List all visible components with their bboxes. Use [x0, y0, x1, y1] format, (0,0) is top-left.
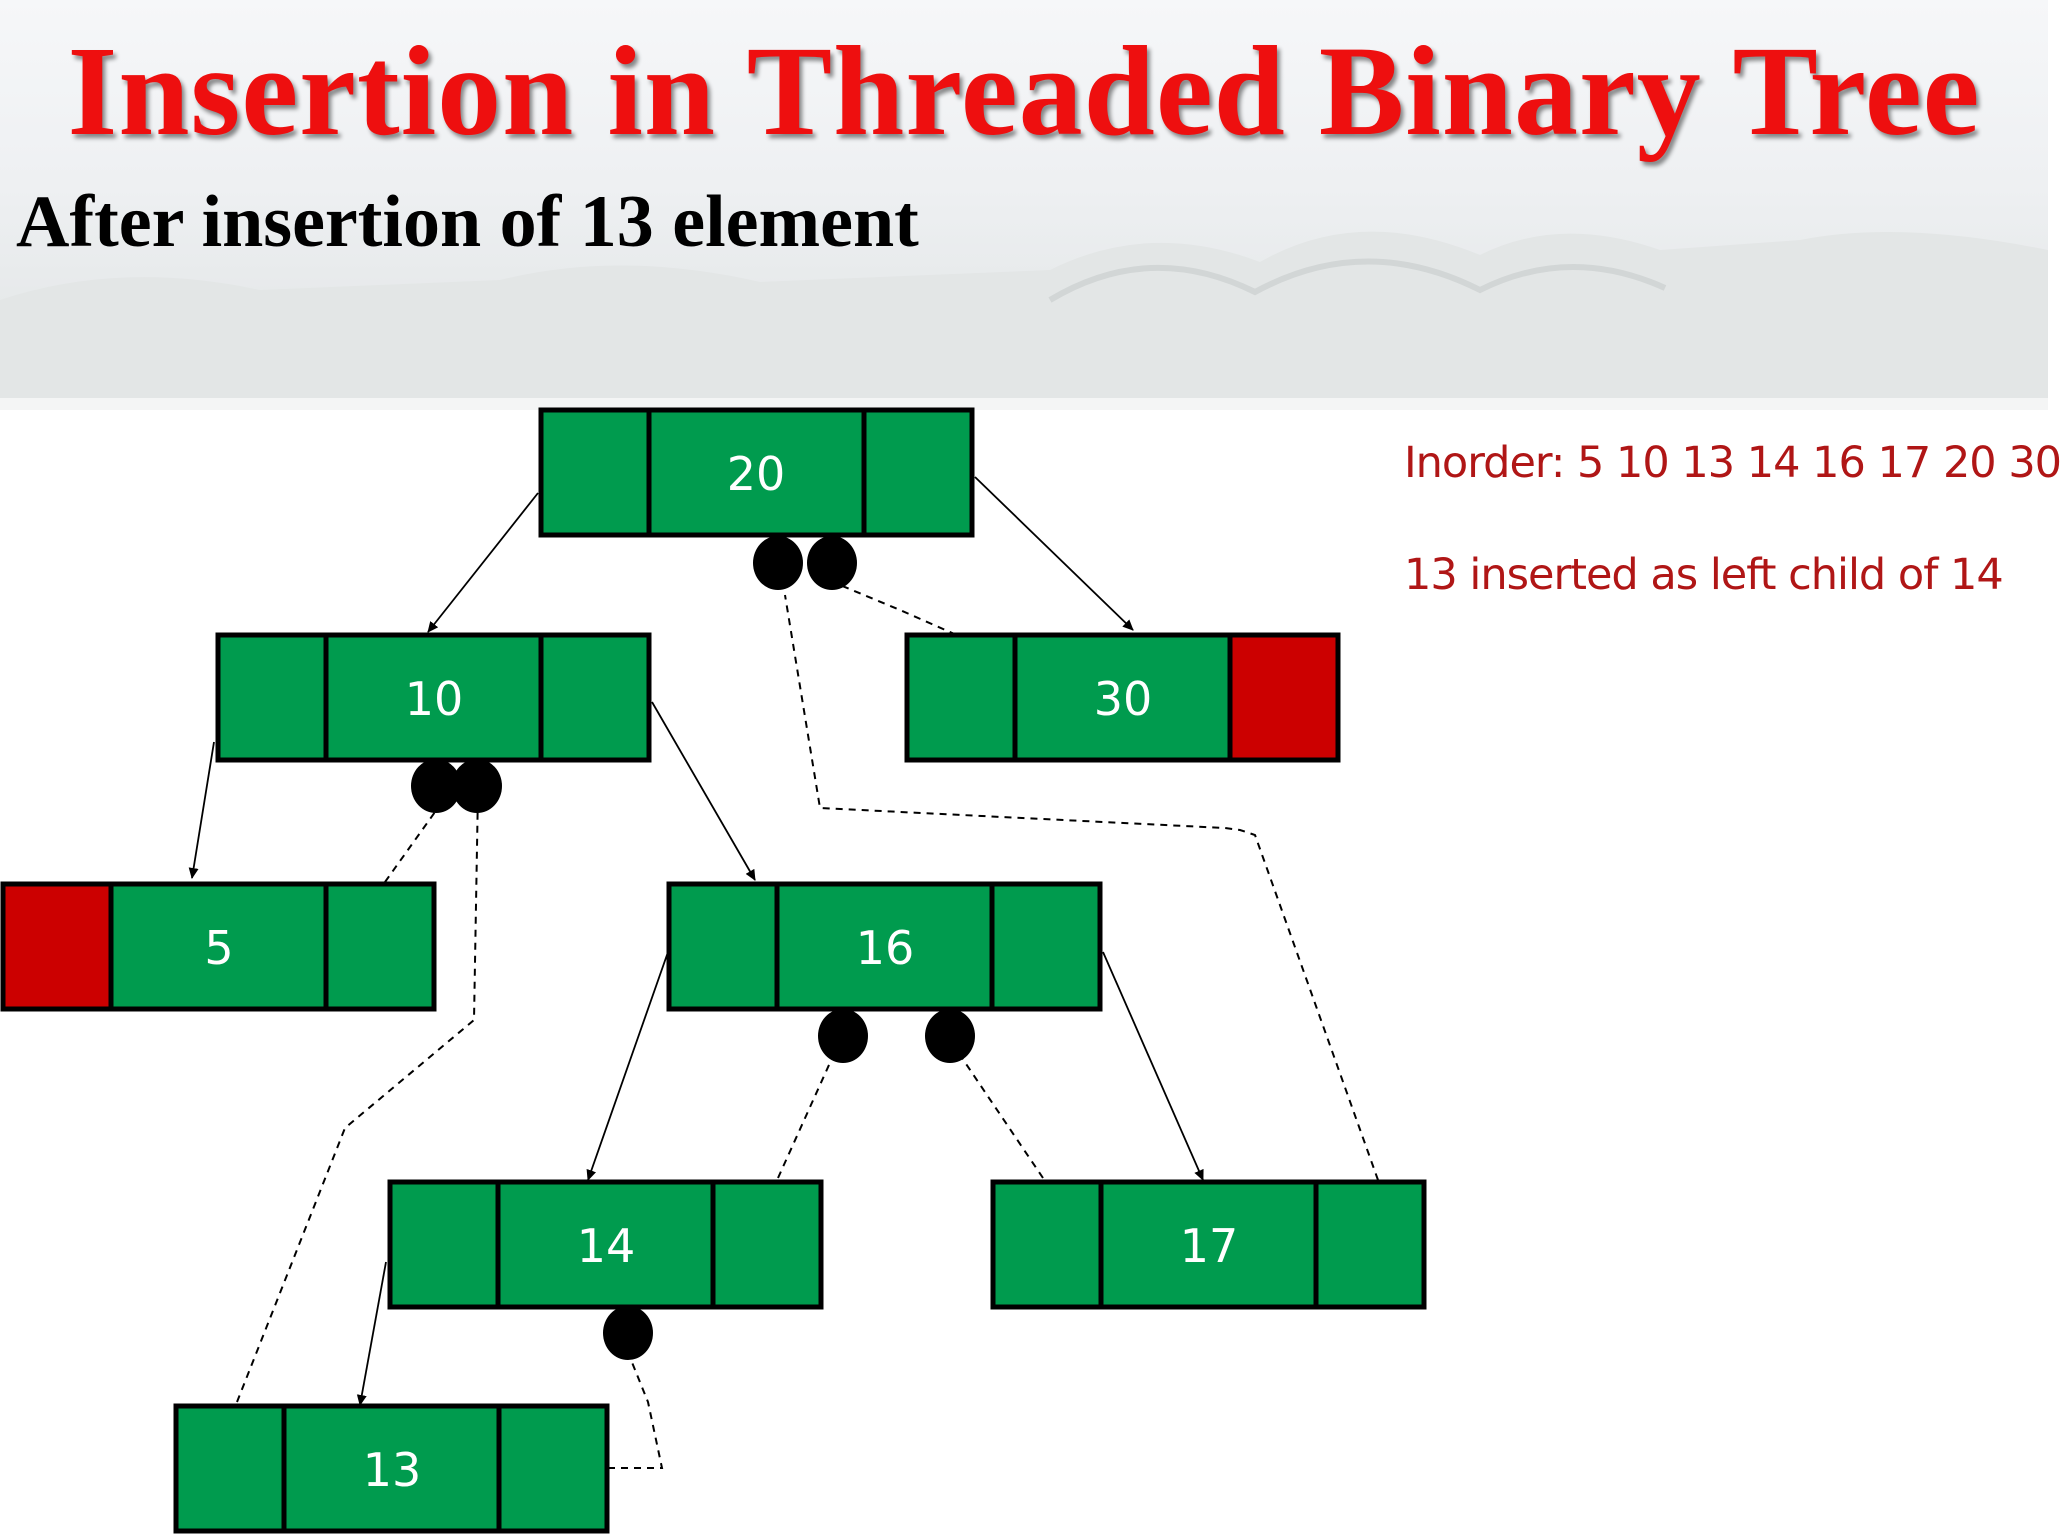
tree-node: 14	[387, 1179, 824, 1310]
thread-dot	[753, 536, 803, 590]
value-cell	[1012, 632, 1233, 763]
node-value: 17	[1180, 1219, 1239, 1273]
left-thread-cell	[666, 881, 780, 1012]
left-thread-cell	[215, 632, 329, 763]
thread-dot	[807, 536, 857, 590]
link-10-5	[188, 741, 215, 879]
thread-17-to-16	[959, 1054, 1044, 1179]
value-cell	[108, 881, 329, 1012]
value-cell	[323, 632, 544, 763]
value-cell	[281, 1403, 502, 1534]
thread-13-to-10	[236, 789, 479, 1403]
link-16-14	[586, 951, 669, 1181]
tree-node: 16	[666, 881, 1103, 1012]
node-value: 14	[577, 1219, 636, 1273]
thread-5-to-10	[384, 804, 441, 883]
thread-dot	[925, 1009, 975, 1063]
inorder-note: Inorder: 5 10 13 14 16 17 20 30	[1404, 438, 2061, 488]
left-null-cell	[0, 881, 114, 1012]
thread-13-to-14	[608, 1349, 664, 1469]
header-background	[0, 0, 2048, 410]
link-10-16	[651, 701, 756, 881]
tree-node: 20	[538, 407, 975, 538]
left-thread-cell	[538, 407, 652, 538]
tree-node: 10	[215, 632, 652, 763]
node-value: 20	[727, 447, 786, 501]
insertion-note: 13 inserted as left child of 14	[1404, 550, 2004, 600]
thread-dot	[818, 1009, 868, 1063]
link-20-10	[427, 492, 539, 633]
child-links	[188, 476, 1204, 1406]
left-thread-cell	[904, 632, 1018, 763]
value-cell	[1098, 1179, 1319, 1310]
tree-node: 30	[904, 632, 1341, 763]
thread-dots	[411, 536, 975, 1360]
right-thread-cell	[323, 881, 437, 1012]
right-thread-cell	[1313, 1179, 1427, 1310]
tree-node: 13	[173, 1403, 610, 1534]
left-thread-cell	[387, 1179, 501, 1310]
link-16-17	[1102, 951, 1204, 1181]
link-14-13	[356, 1261, 387, 1406]
right-thread-cell	[861, 407, 975, 538]
thread-dot	[411, 759, 461, 813]
value-cell	[774, 881, 995, 1012]
value-cell	[646, 407, 867, 538]
right-thread-cell	[710, 1179, 824, 1310]
right-thread-cell	[496, 1403, 610, 1534]
side-notes: Inorder: 5 10 13 14 16 17 20 30 13 inser…	[1404, 438, 2061, 662]
node-value: 30	[1094, 672, 1153, 726]
right-thread-cell	[538, 632, 652, 763]
tree-node: 17	[990, 1179, 1427, 1310]
tree-node: 5	[0, 881, 437, 1012]
left-thread-cell	[990, 1179, 1104, 1310]
building-backdrop	[0, 231, 2048, 410]
thread-dot	[603, 1306, 653, 1360]
value-cell	[495, 1179, 716, 1310]
thread-30-to-20	[832, 580, 969, 641]
slide-title: Insertion in Threaded Binary Tree	[67, 20, 1981, 162]
slide-subtitle: After insertion of 13 element	[16, 181, 919, 263]
node-value: 5	[204, 921, 233, 975]
thread-dot	[452, 759, 502, 813]
left-thread-cell	[173, 1403, 287, 1534]
right-null-cell	[1227, 632, 1341, 763]
node-value: 16	[856, 921, 915, 975]
link-20-30	[974, 476, 1134, 631]
right-thread-cell	[989, 881, 1103, 1012]
thread-14-to-16	[777, 1044, 839, 1179]
node-value: 10	[405, 672, 464, 726]
thread-17-to-20	[784, 594, 1379, 1181]
node-value: 13	[363, 1443, 422, 1497]
